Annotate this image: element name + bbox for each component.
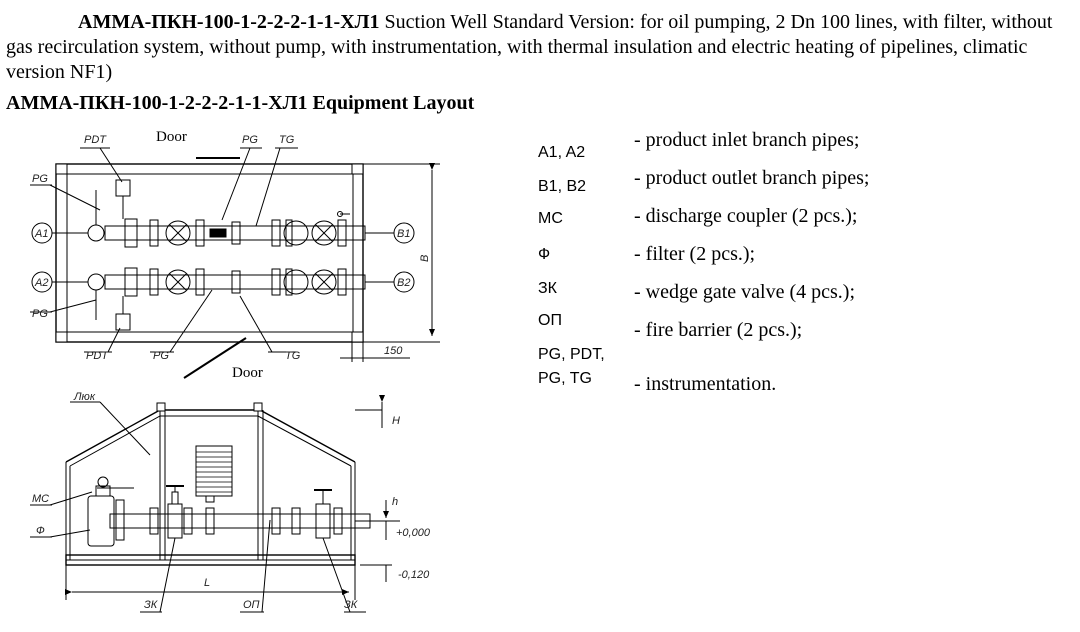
legend-code-b: B1, B2 [538, 178, 587, 195]
label-b2: B2 [397, 277, 410, 289]
label-length: L [204, 577, 210, 589]
label-dim-b: B [419, 255, 431, 262]
legend-code-a: A1, A2 [538, 144, 586, 161]
legend-desc-a: - product inlet branch pipes; [634, 129, 860, 151]
label-door-bottom: Door [232, 365, 263, 381]
label-tg-top: TG [279, 134, 295, 146]
model-code: АММА-ПКН-100-1-2-2-2-1-1-ХЛ1 [78, 11, 380, 33]
label-level-zero: +0,000 [396, 527, 431, 539]
intro-paragraph: АММА-ПКН-100-1-2-2-2-1-1-ХЛ1 Suction Wel… [6, 10, 1074, 85]
label-pg-bottom: PG [153, 350, 169, 362]
label-a2: A2 [34, 277, 48, 289]
legend-desc-instr: - instrumentation. [634, 373, 777, 395]
plan-view [30, 147, 440, 379]
side-view [30, 395, 400, 613]
label-zk-left: ЗК [144, 599, 158, 611]
label-a1: A1 [34, 228, 48, 240]
label-pg-left-top: PG [32, 173, 48, 185]
label-dim-150: 150 [384, 345, 403, 357]
label-h-upper: H [392, 415, 400, 427]
label-tg-bottom: TG [285, 350, 301, 362]
label-pg-top: PG [242, 134, 258, 146]
label-b1: B1 [397, 228, 410, 240]
legend-code-phi: Ф [538, 246, 551, 263]
label-phi: Ф [36, 525, 45, 537]
legend-desc-zk: - wedge gate valve (4 pcs.); [634, 281, 856, 303]
plan-frame-inner [66, 173, 354, 333]
label-pdt-top: PDT [84, 134, 107, 146]
layout-title: АММА-ПКН-100-1-2-2-2-1-1-ХЛ1 Equipment L… [6, 92, 475, 114]
label-h-lower: h [392, 496, 398, 508]
label-zk-right: ЗК [344, 599, 358, 611]
legend-desc-b: - product outlet branch pipes; [634, 167, 870, 189]
label-mc: МС [32, 493, 49, 505]
label-op: ОП [243, 599, 260, 611]
pipeline-2 [70, 267, 366, 331]
legend-code-instr-2: PG, TG [538, 370, 592, 387]
pipeline-1 [70, 179, 366, 248]
plan-frame-outer [55, 163, 364, 343]
legend-desc-op: - fire barrier (2 pcs.); [634, 319, 803, 341]
label-pg-left-bottom: PG [32, 308, 48, 320]
intro-description: Suction Well Standard Version: for oil p… [6, 11, 1053, 83]
legend-code-mc: MC [538, 210, 563, 227]
legend-code-op: ОП [538, 312, 562, 329]
legend-desc-mc: - discharge coupler (2 pcs.); [634, 205, 858, 227]
label-door-top: Door [156, 129, 187, 145]
label-level-minus: -0,120 [398, 569, 430, 581]
legend-code-instr-1: PG, PDT, [538, 346, 605, 363]
label-lyuk: Люк [73, 391, 96, 403]
legend-code-zk: ЗК [538, 280, 557, 297]
legend-desc-phi: - filter (2 pcs.); [634, 243, 756, 265]
label-pdt-bottom: PDT [86, 350, 109, 362]
